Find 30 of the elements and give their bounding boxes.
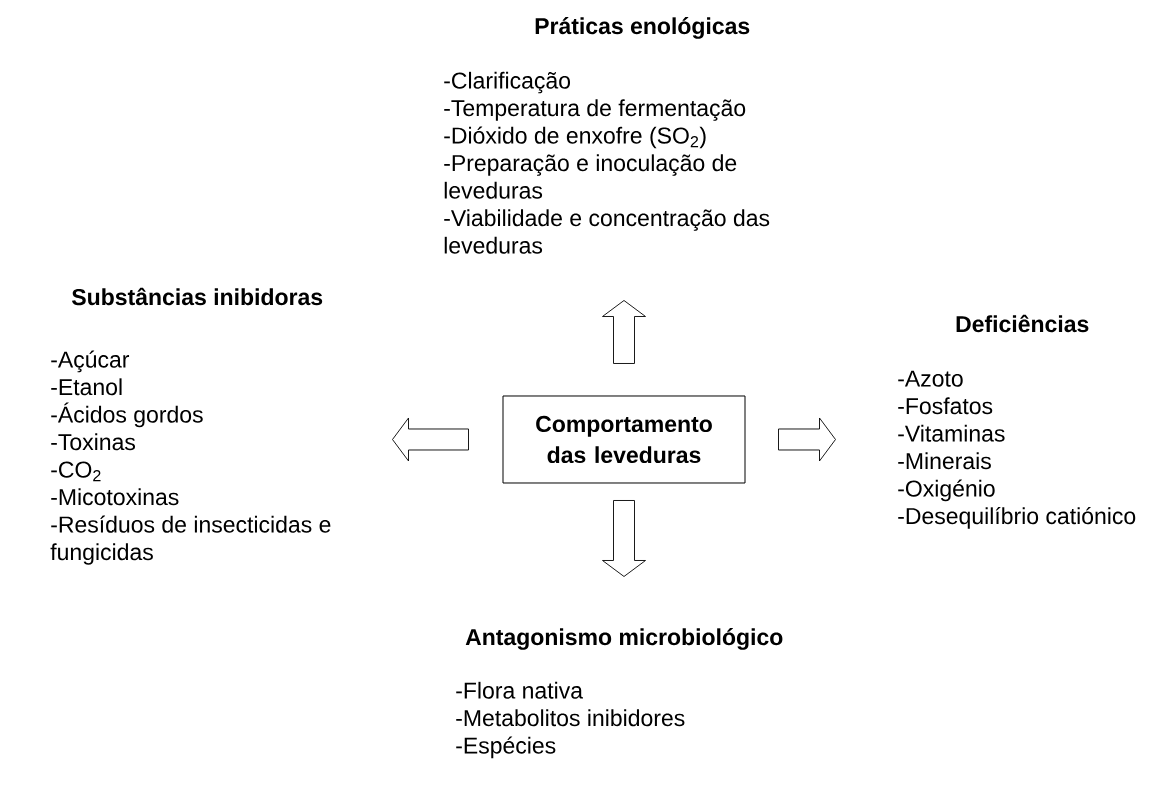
list-item: -Açúcar [51,350,130,373]
list-item: -Clarificação [444,71,571,94]
list-item: -Temperatura de fermentação [444,99,746,121]
list-item: -Preparação e inoculação de leveduras [444,154,737,199]
list-item: -Vitaminas [898,424,1005,442]
block-arrow [778,417,836,462]
section-heading: Antagonismo microbiológico [465,628,783,650]
block-arrow [392,417,469,462]
list-item: -Flora nativa [456,681,583,699]
list-item: -Micotoxinas [51,488,179,506]
list-item: -Azoto [898,370,963,387]
list-item: -Viabilidade e concentração das leveduras [444,209,770,254]
list-item: -Minerais [898,452,991,470]
section-heading: Práticas enológicas [535,17,750,39]
list-item: -Resíduos de insecticidas e fungicidas [50,515,331,565]
list-item: -Fosfatos [898,397,993,415]
section-heading: Deficiências [956,314,1089,333]
block-arrow [602,300,646,364]
list-item: -Etanol [51,378,122,396]
list-item: -Oxigénio [898,479,995,502]
section-heading: Substâncias inibidoras [71,287,323,306]
list-item: -Espécies [456,736,556,759]
list-item: -Metabolitos inibidores [456,709,685,727]
block-arrow [602,500,646,577]
process-box: Comportamento das leveduras [502,395,746,484]
list-item: -Ácidos gordos [51,402,203,428]
list-item: -Desequilíbrio catiónico [898,507,1136,529]
list-item: -Toxinas [51,433,136,451]
list-item: -CO$_{2}$ [51,461,101,482]
list-item: -Dióxido de enxofre (SO$_{2}$) [444,126,706,149]
